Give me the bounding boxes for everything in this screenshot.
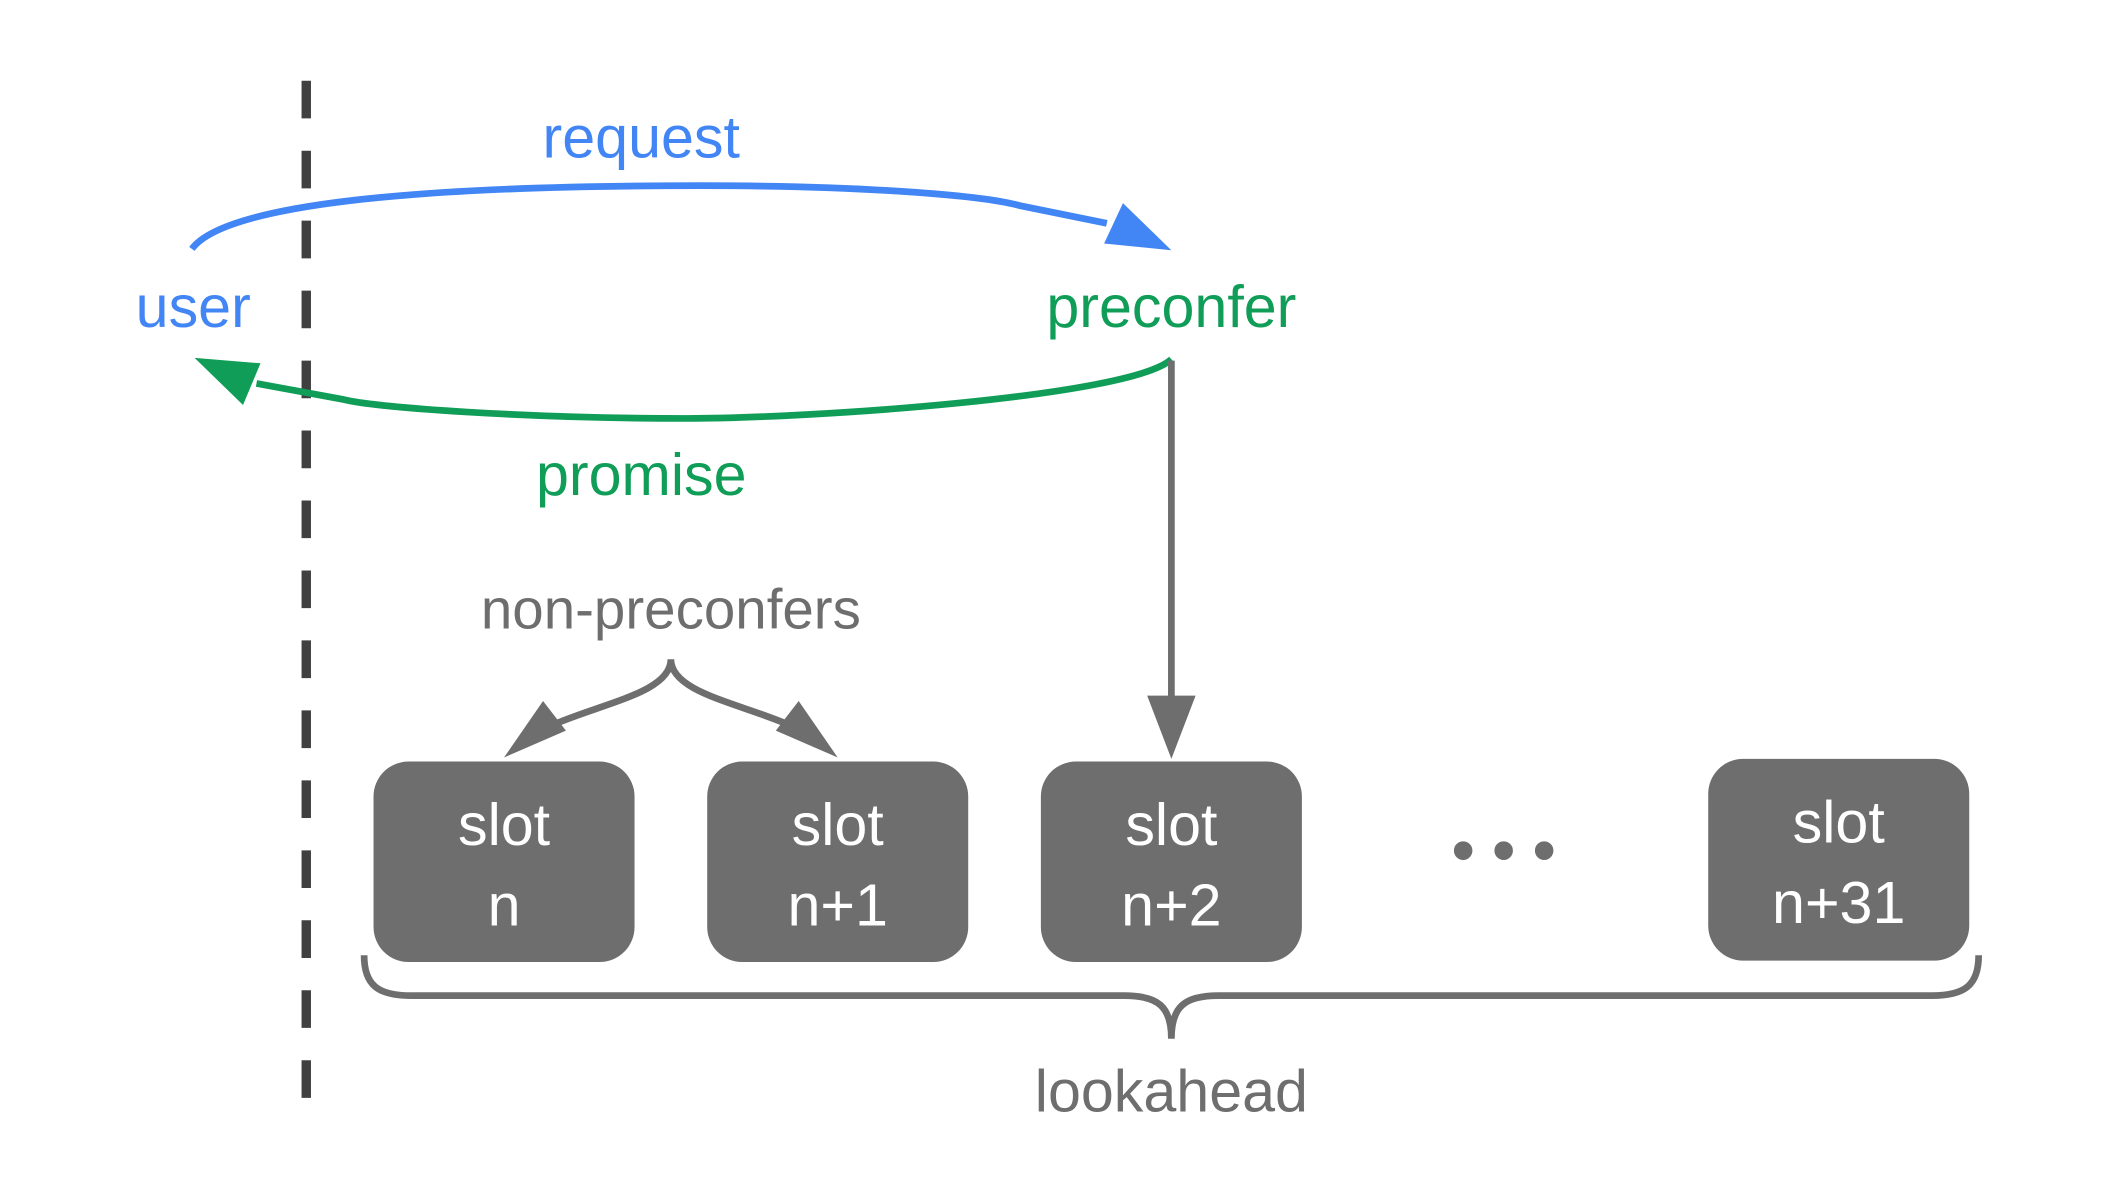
slot-n-line1: slot [458,791,551,858]
slot-box-n-plus-31 [1708,758,1970,961]
preconfer-label: preconfer [1046,273,1296,340]
user-label: user [136,273,251,340]
promise-arrow [255,356,1174,422]
request-arrowhead [1104,203,1172,251]
slot-n-line2: n [488,872,521,939]
non-preconfers-brace [553,658,788,727]
lookahead-brace [360,955,1983,1039]
non-preconfers-arrowhead-left [504,700,566,758]
slot-n-plus-1-line2: n+1 [788,872,888,939]
slot-n-plus-1-line1: slot [792,791,885,858]
lookahead-label: lookahead [1035,1057,1308,1124]
slot-n-plus-31-line2: n+31 [1772,869,1905,936]
request-label: request [543,103,741,170]
promise-arrowhead [194,357,261,405]
slot-n-plus-31-line1: slot [1793,788,1886,855]
ellipsis: • • • [1452,814,1556,886]
preconfer-to-slot-arrowhead [1147,695,1196,759]
slot-n-plus-2-line1: slot [1125,791,1218,858]
slot-box-n-plus-1 [707,761,969,962]
non-preconfers-arrowhead-right [775,700,838,758]
slot-box-n-plus-2 [1040,761,1302,962]
request-arrow [189,182,1108,252]
promise-label: promise [536,441,747,508]
non-preconfers-label: non-preconfers [481,577,861,640]
slot-box-n [373,761,635,962]
slot-n-plus-2-line2: n+2 [1121,872,1221,939]
